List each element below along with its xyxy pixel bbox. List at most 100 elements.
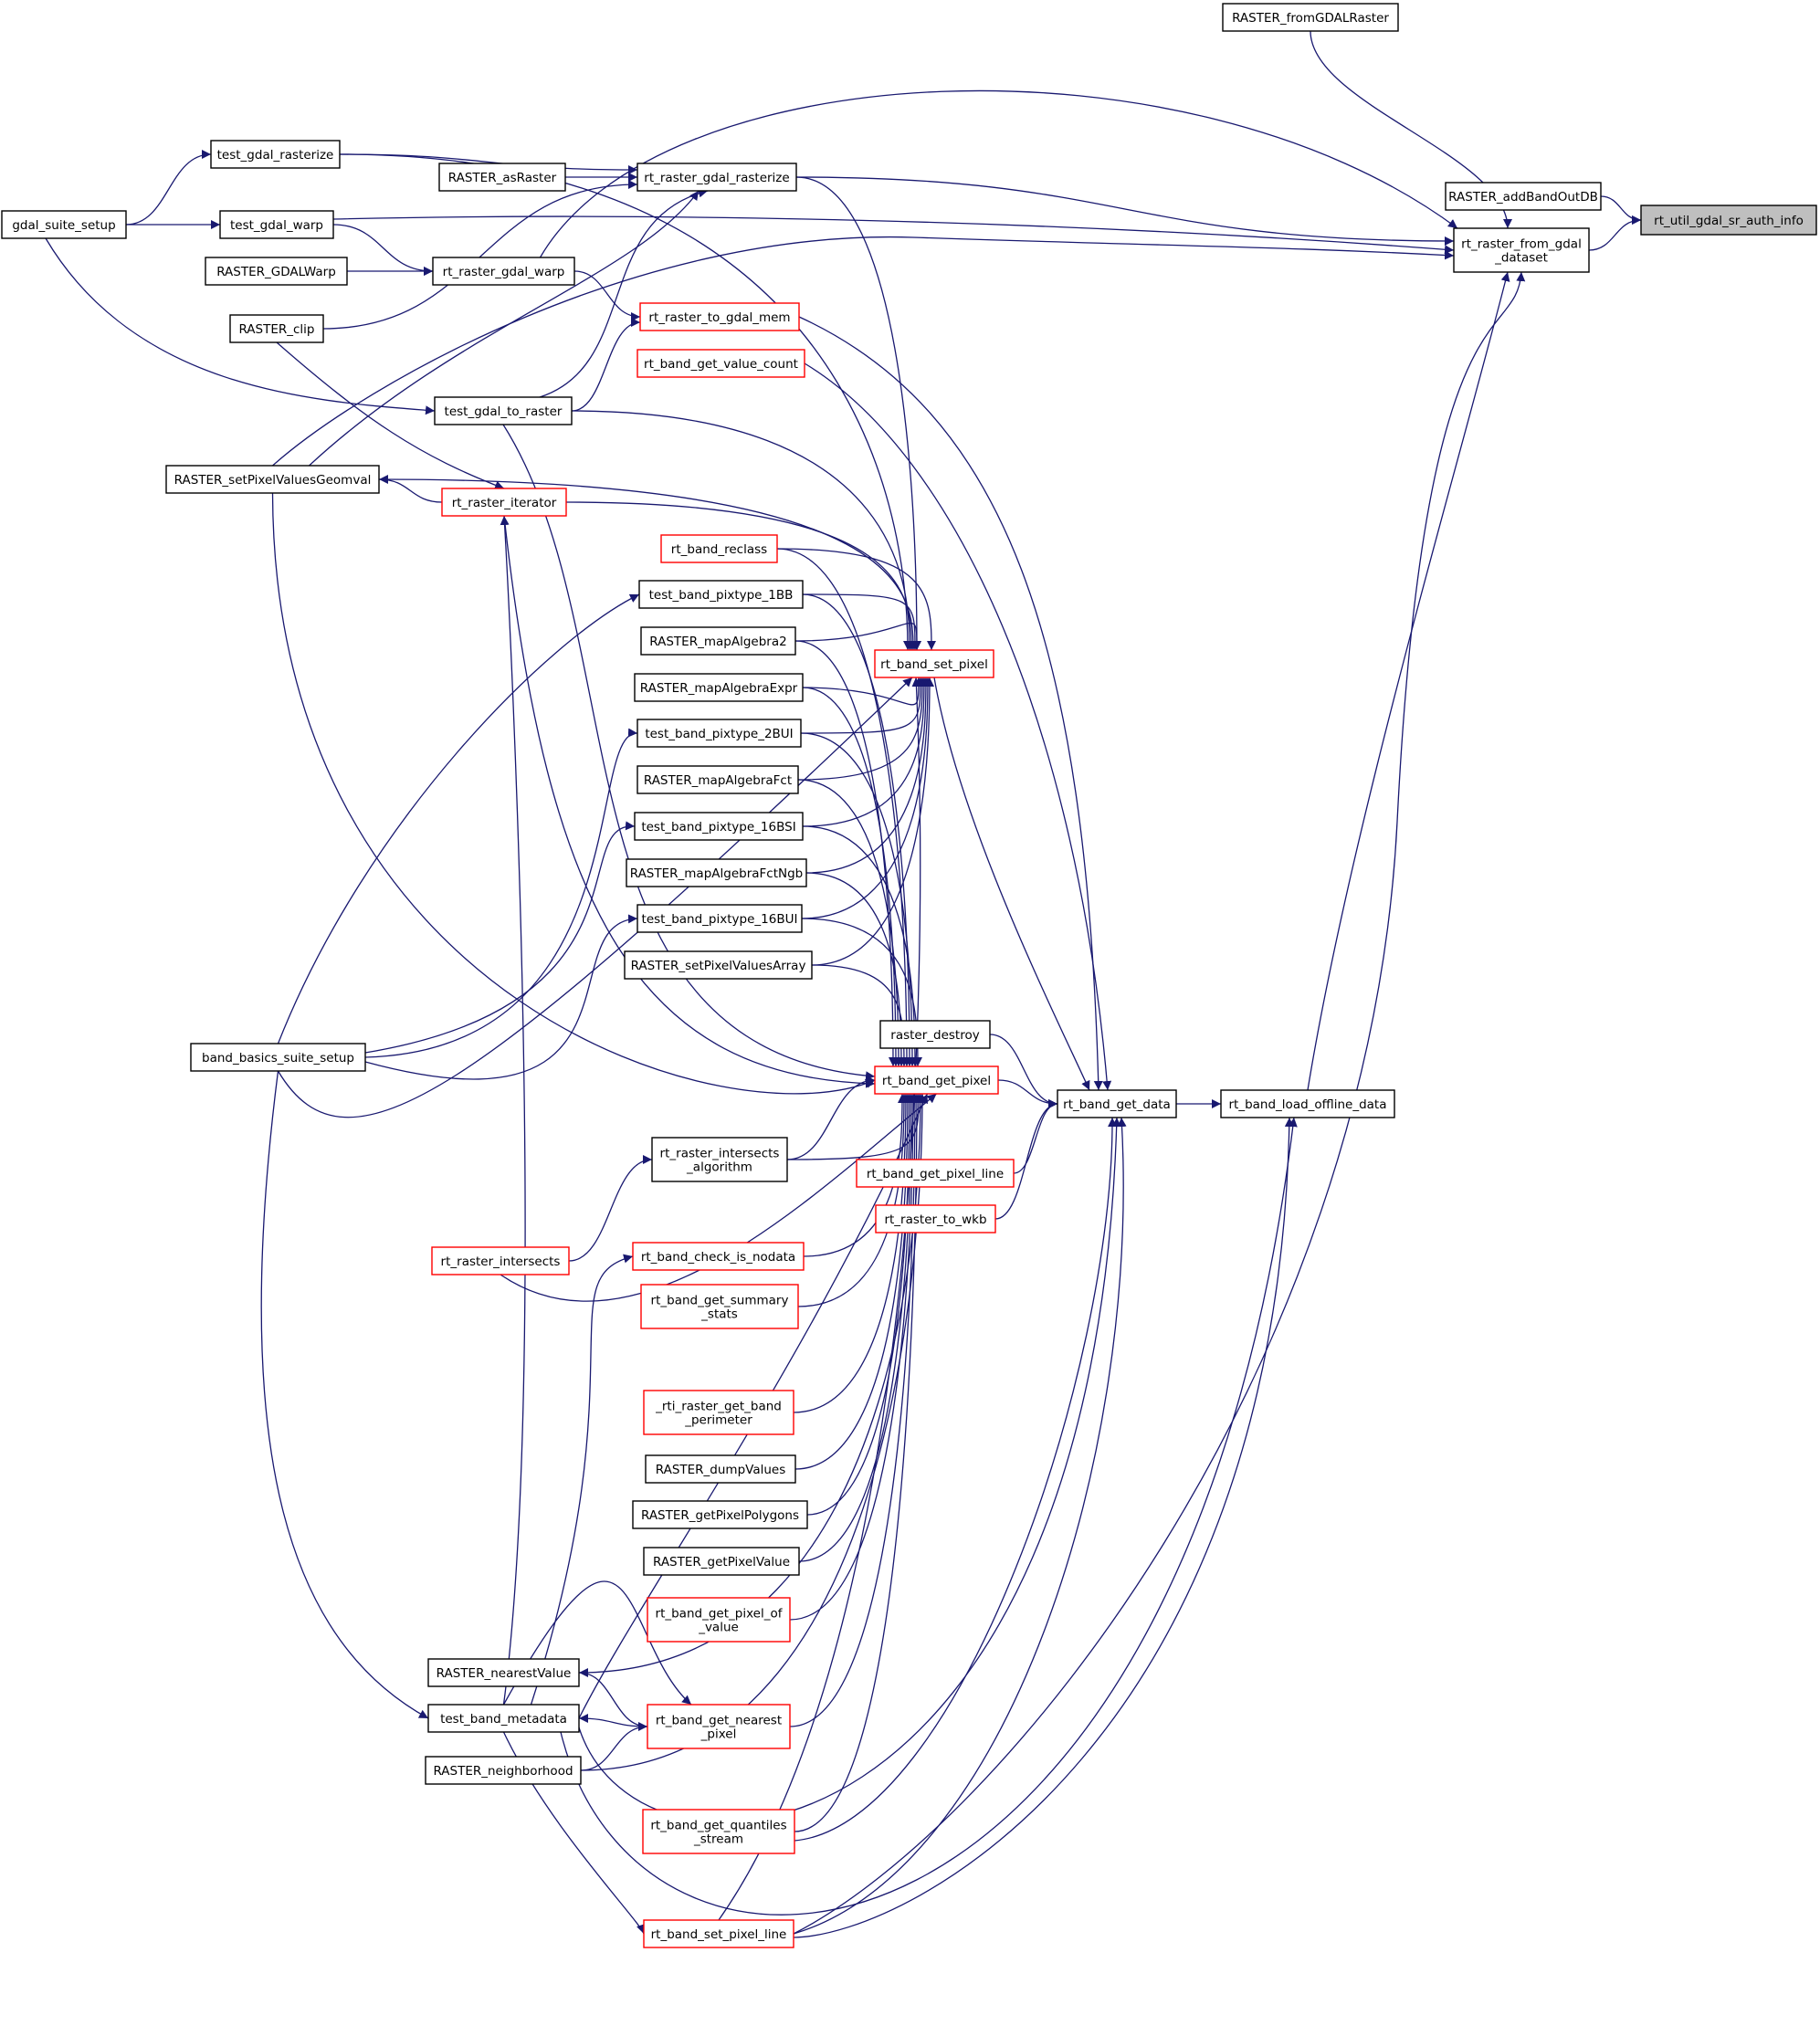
node-nearest-value[interactable]: RASTER_nearestValue — [427, 1658, 580, 1687]
node-box — [874, 1065, 999, 1095]
edge-quantiles-get_pixel — [794, 1093, 921, 1832]
node-neighborhood[interactable]: RASTER_neighborhood — [425, 1756, 582, 1785]
node-box — [210, 140, 341, 169]
node-quantiles[interactable]: rt_band_get_quantiles_stream — [642, 1809, 795, 1854]
node-spva[interactable]: RASTER_setPixelValuesArray — [624, 950, 813, 980]
node-label: rt_band_get_pixel_line — [867, 1167, 1004, 1181]
node-rfgd[interactable]: rt_raster_from_gdal_dataset — [1453, 227, 1590, 273]
edge-test_warp-rgw — [332, 224, 434, 276]
node-pix-of-value[interactable]: rt_band_get_pixel_of_value — [647, 1597, 791, 1643]
node-to-wkb[interactable]: rt_raster_to_wkb — [875, 1204, 996, 1233]
node-is-nodata[interactable]: rt_band_check_is_nodata — [632, 1242, 805, 1271]
node-t16bsi[interactable]: test_band_pixtype_16BSI — [634, 812, 804, 841]
node-gdalwarp[interactable]: RASTER_GDALWarp — [205, 257, 348, 286]
edge-to_wkb-get_data — [994, 1099, 1058, 1220]
node-geomval[interactable]: RASTER_setPixelValuesGeomval — [165, 465, 380, 494]
node-label: rt_raster_intersects — [441, 1254, 561, 1269]
node-iterator[interactable]: rt_raster_iterator — [441, 488, 567, 517]
edge-iterator-get_pixel — [503, 515, 876, 1088]
edge-test_meta-get_data — [578, 1117, 1121, 1823]
node-bb-suite[interactable]: band_basics_suite_setup — [190, 1043, 366, 1072]
edge-maexpr-set_pixel — [802, 677, 923, 706]
node-add-outdb[interactable]: RASTER_addBandOutDB — [1445, 182, 1602, 211]
node-label: rt_band_get_value_count — [644, 357, 798, 372]
node-box — [660, 534, 778, 563]
node-label: test_band_metadata — [440, 1712, 567, 1727]
node-label: rt_band_reclass — [671, 542, 767, 557]
node-gdal-suite[interactable]: gdal_suite_setup — [1, 210, 127, 239]
node-ria[interactable]: rt_raster_intersects_algorithm — [651, 1137, 788, 1182]
node-load-offline[interactable]: rt_band_load_offline_data — [1220, 1089, 1395, 1118]
edge-mafctngb-set_pixel — [805, 677, 931, 874]
node-to-mem[interactable]: rt_raster_to_gdal_mem — [639, 302, 800, 331]
node-clip[interactable]: RASTER_clip — [229, 314, 324, 343]
node-label: _algorithm — [686, 1160, 752, 1175]
node-test-rasterize[interactable]: test_gdal_rasterize — [210, 140, 341, 169]
node-mafct[interactable]: RASTER_mapAlgebraFct — [636, 765, 799, 794]
node-test-to-raster[interactable]: test_gdal_to_raster — [434, 396, 573, 425]
node-ma2[interactable]: RASTER_mapAlgebra2 — [640, 626, 796, 656]
node-box — [636, 349, 805, 378]
node-set-pixel[interactable]: rt_band_set_pixel — [874, 649, 994, 678]
edge-gpl-get_data — [1013, 1099, 1058, 1174]
node-label: rt_raster_gdal_warp — [443, 265, 565, 279]
node-t16bui[interactable]: test_band_pixtype_16BUI — [636, 904, 803, 933]
node-dump[interactable]: RASTER_dumpValues — [645, 1454, 796, 1484]
node-t2bui[interactable]: test_band_pixtype_2BUI — [636, 719, 802, 748]
edge-t2bui-set_pixel — [800, 677, 925, 734]
node-label: rt_band_set_pixel_line — [651, 1927, 787, 1942]
node-label: rt_raster_from_gdal — [1461, 237, 1582, 252]
node-box — [636, 163, 797, 192]
node-test-meta[interactable]: test_band_metadata — [427, 1704, 580, 1733]
node-label: _stats — [700, 1307, 738, 1322]
node-raster-destroy[interactable]: raster_destroy — [879, 1020, 991, 1049]
node-label: RASTER_addBandOutDB — [1448, 190, 1598, 205]
node-label: RASTER_getPixelValue — [653, 1555, 790, 1569]
node-nearest-pixel[interactable]: rt_band_get_nearest_pixel — [647, 1704, 791, 1749]
node-box — [636, 904, 803, 933]
node-from-gdal[interactable]: RASTER_fromGDALRaster — [1222, 3, 1399, 32]
node-label: test_band_pixtype_16BSI — [641, 820, 795, 835]
edge-clip-rgr — [322, 180, 638, 330]
node-summary[interactable]: rt_band_get_summary_stats — [640, 1284, 799, 1329]
node-spl[interactable]: rt_band_set_pixel_line — [643, 1919, 794, 1948]
node-intersects[interactable]: rt_raster_intersects — [431, 1246, 570, 1275]
node-label: RASTER_setPixelValuesArray — [631, 959, 806, 973]
node-gpl[interactable]: rt_band_get_pixel_line — [856, 1159, 1015, 1188]
node-perimeter[interactable]: _rti_raster_get_band_perimeter — [643, 1390, 794, 1435]
node-label: rt_raster_intersects — [660, 1147, 780, 1161]
node-maexpr[interactable]: RASTER_mapAlgebraExpr — [634, 673, 804, 702]
edge-t16bui-set_pixel — [801, 677, 932, 919]
node-box — [1220, 1089, 1395, 1118]
node-value-count[interactable]: rt_band_get_value_count — [636, 349, 805, 378]
node-box — [190, 1043, 366, 1072]
node-box — [219, 210, 334, 239]
node-label: RASTER_setPixelValuesGeomval — [174, 473, 372, 488]
node-get-data[interactable]: rt_band_get_data — [1057, 1089, 1177, 1118]
node-root[interactable]: rt_util_gdal_sr_auth_info — [1640, 205, 1817, 236]
node-mafctngb[interactable]: RASTER_mapAlgebraFctNgb — [626, 858, 807, 887]
edge-dump-get_pixel — [794, 1093, 912, 1470]
node-polygons[interactable]: RASTER_getPixelPolygons — [632, 1500, 808, 1529]
node-box — [425, 1756, 582, 1785]
node-box — [640, 626, 796, 656]
node-label: test_band_pixtype_2BUI — [645, 727, 793, 741]
edge-spl-load_offline — [793, 1117, 1294, 1938]
edge-rgr-rfgd — [795, 176, 1455, 246]
edge-test_to_raster-get_pixel — [502, 424, 876, 1081]
node-box — [645, 1454, 796, 1484]
node-box — [632, 1242, 805, 1271]
node-label: rt_raster_iterator — [452, 496, 557, 510]
node-label: band_basics_suite_setup — [202, 1051, 354, 1065]
node-rgw[interactable]: rt_raster_gdal_warp — [432, 257, 575, 286]
node-label: RASTER_mapAlgebra2 — [649, 635, 786, 649]
node-as-raster[interactable]: RASTER_asRaster — [438, 163, 566, 192]
node-getpv[interactable]: RASTER_getPixelValue — [643, 1547, 800, 1576]
node-t1bb[interactable]: test_band_pixtype_1BB — [638, 580, 804, 609]
node-test-warp[interactable]: test_gdal_warp — [219, 210, 334, 239]
node-rgr[interactable]: rt_raster_gdal_rasterize — [636, 163, 797, 192]
node-get-pixel[interactable]: rt_band_get_pixel — [874, 1065, 999, 1095]
node-box — [634, 812, 804, 841]
node-reclass[interactable]: rt_band_reclass — [660, 534, 778, 563]
